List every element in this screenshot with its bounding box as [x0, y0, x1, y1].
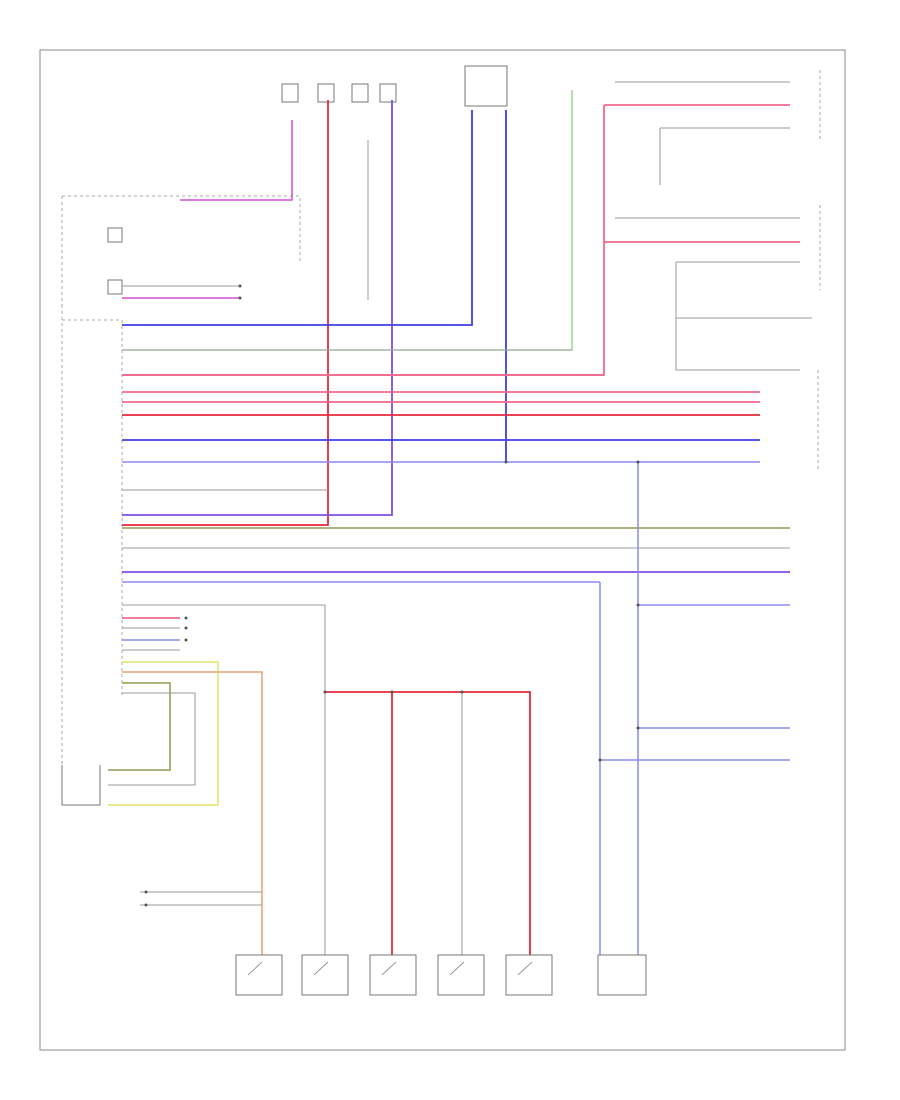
wire-blue-receiver-1 [122, 110, 473, 326]
wire-gray-lower-4 [108, 692, 196, 786]
junction-dot [460, 690, 464, 694]
diagram-frame [39, 49, 846, 1051]
junction-dot [636, 726, 640, 730]
wire-right-loop [675, 261, 800, 371]
junction-dot [323, 690, 327, 694]
junction-dot [184, 616, 188, 620]
left-front-door-switch-icon [235, 954, 283, 996]
body-control-module-inner [62, 319, 123, 698]
fuse-connector-1 [281, 83, 299, 103]
wire-yellow-lower [108, 661, 219, 806]
wire-red-vertical-1 [122, 100, 329, 526]
left-rear-door-switch-icon [437, 954, 485, 996]
wire-pink-1 [122, 105, 605, 376]
fuse-box-outline [62, 195, 301, 262]
junction-dot [184, 638, 188, 642]
junction-dot [390, 690, 394, 694]
wire-gray-lower-1 [122, 604, 326, 955]
keyless-module-outline [61, 765, 101, 806]
junction-dot [598, 758, 602, 762]
wire-red-door-bus [325, 691, 531, 955]
wire-orange-lower [122, 671, 263, 955]
right-front-door-switch-icon [301, 954, 349, 996]
junction-dot [184, 626, 188, 630]
wire-ground-lines [140, 891, 262, 906]
junction-dot [144, 890, 148, 894]
wire-olive-lower [108, 682, 171, 771]
junction-dot [636, 460, 640, 464]
junction-dot [504, 460, 508, 464]
fuse-connector-2 [317, 83, 335, 103]
junction-dot [144, 903, 148, 907]
right-rear-door-switch-icon [369, 954, 417, 996]
front-door-lock-actuator-icon [597, 954, 647, 996]
wire-fuse-magenta [180, 120, 293, 201]
junction-dot [238, 284, 242, 288]
fuse-connector-4 [379, 83, 397, 103]
switch-contacts [247, 961, 533, 976]
fuse-connector-3 [351, 83, 369, 103]
wire-violet-vertical [122, 100, 393, 516]
body-control-module-outline [61, 195, 130, 805]
fuse-icon [107, 227, 123, 243]
back-door-switch-icon [505, 954, 553, 996]
wire-green-long [122, 90, 573, 351]
junction-dot [238, 296, 242, 300]
junction-dot [636, 603, 640, 607]
remote-receiver-icon [464, 65, 508, 107]
relay-icon [107, 279, 123, 295]
